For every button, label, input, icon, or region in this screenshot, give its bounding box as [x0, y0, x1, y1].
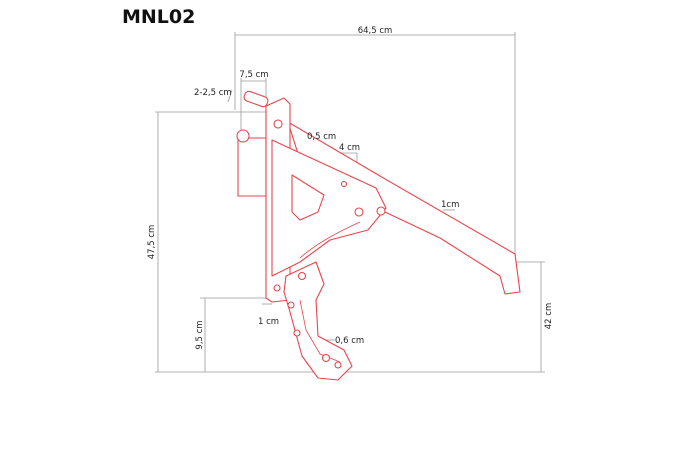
slot-length-label: 4 cm [339, 143, 360, 153]
arm-thickness-label: 1cm [441, 200, 459, 210]
total-width-label: 64,5 cm [358, 26, 393, 36]
pin-width-label: 7,5 cm [239, 70, 268, 80]
total-height-label: 47,5 cm [147, 225, 157, 260]
hook-height-label: 9,5 cm [195, 320, 205, 349]
bracket-drawing [236, 90, 521, 381]
dimension-lines [155, 32, 545, 373]
hook-thickness-label: 0,6 cm [335, 336, 364, 346]
plate-thickness-label: 1 cm [258, 317, 279, 327]
product-code-title: MNL02 [122, 6, 196, 28]
arm-height-label: 42 cm [544, 303, 554, 329]
pin-diameter-label: 2-2,5 cm [194, 88, 232, 98]
plate-gap-label: 0,5 cm [307, 132, 336, 142]
